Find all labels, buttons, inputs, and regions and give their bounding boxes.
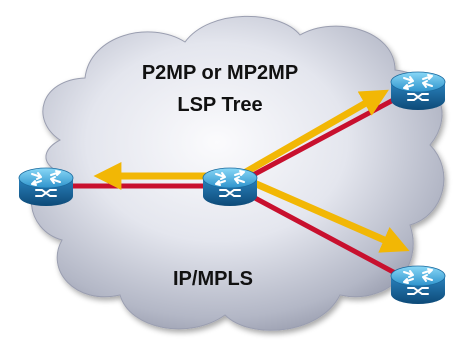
router-bottom-right [390,265,446,304]
network-label: IP/MPLS [173,268,253,290]
diagram-title-line2: LSP Tree [177,94,262,116]
router-center [202,167,258,206]
router-left [18,167,74,206]
router-icon [202,167,258,206]
router-icon [390,265,446,304]
router-icon [18,167,74,206]
lsp-arrow-to-bottom-right [234,172,410,253]
diagram-title-line1: P2MP or MP2MP [142,62,298,84]
link-center-bottom-right [237,187,415,285]
lsp-arrow-to-top-right [228,89,389,184]
router-icon [390,71,446,110]
router-top-right [390,71,446,110]
